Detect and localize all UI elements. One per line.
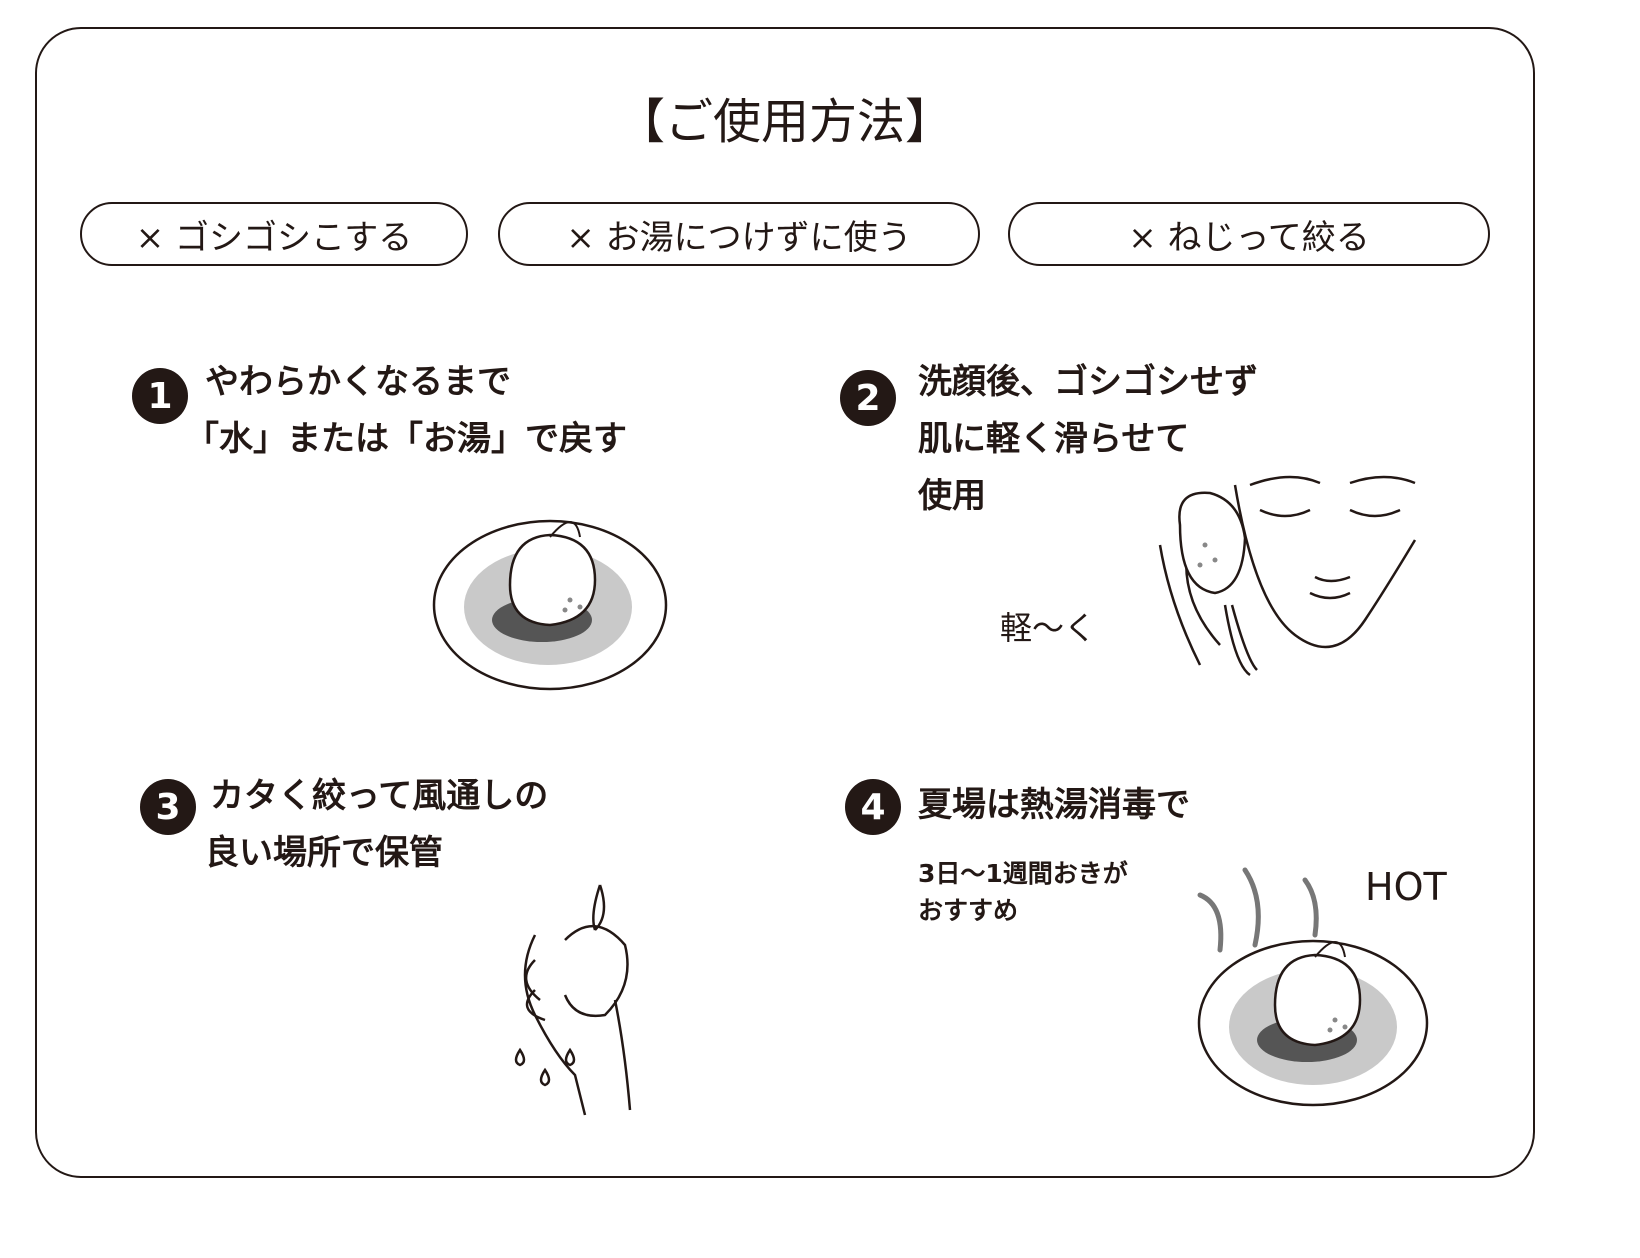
step-1-line-2: 「水」または「お湯」で戻す <box>185 419 627 459</box>
hot-label: HOT <box>1365 865 1447 909</box>
hand-squeeze-illustration <box>514 884 632 1116</box>
face-sponge-illustration <box>1158 475 1417 677</box>
hot-water-bowl-illustration <box>1197 939 1429 1107</box>
step-1-number: 1 <box>132 368 188 424</box>
page-title: 【ご使用方法】 <box>616 94 953 150</box>
step-3-line-1: カタく絞って風通しの <box>210 776 549 816</box>
steam-icon <box>1197 867 1319 953</box>
step-4-sub-1: 3日〜1週間おきが <box>918 859 1128 888</box>
dont-use-dry-badge: × お湯につけずに使う <box>498 202 980 266</box>
step-1-line-1: やわらかくなるまで <box>205 362 511 402</box>
bowl-sponge-illustration <box>432 519 668 691</box>
step-2-line-3: 使用 <box>918 476 986 516</box>
step-2-number: 2 <box>840 370 896 426</box>
instructions-frame <box>35 27 1535 1178</box>
dont-twist-badge: × ねじって絞る <box>1008 202 1490 266</box>
dont-scrub-badge: × ゴシゴシこする <box>80 202 468 266</box>
step-4-number: 4 <box>845 779 901 835</box>
step-2-line-1: 洗顔後、ゴシゴシせず <box>918 362 1258 402</box>
step-2-line-2: 肌に軽く滑らせて <box>918 419 1190 459</box>
step-2-note: 軽〜く <box>1000 609 1097 647</box>
step-3-number: 3 <box>140 779 196 835</box>
step-3-line-2: 良い場所で保管 <box>205 833 443 873</box>
step-4-line-1: 夏場は熱湯消毒で <box>918 785 1190 825</box>
step-4-sub-2: おすすめ <box>918 896 1019 925</box>
